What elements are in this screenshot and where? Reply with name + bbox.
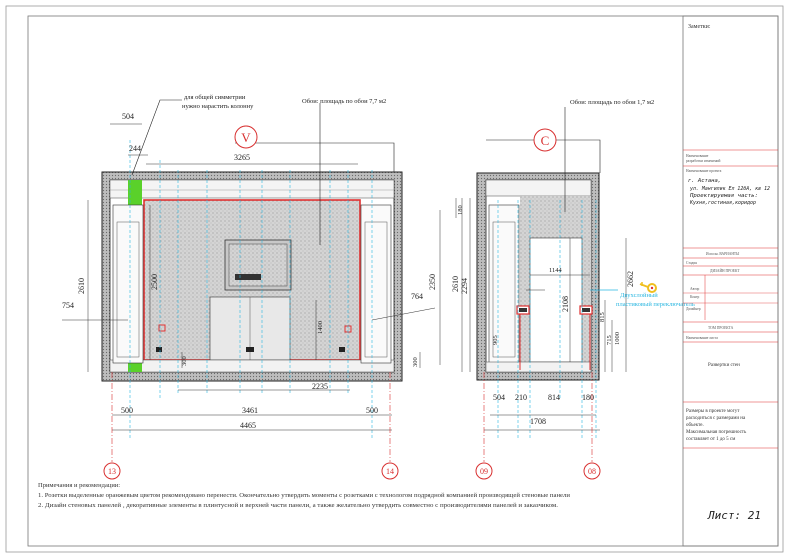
axis-14-label: 14 [386, 467, 394, 476]
dim-c-bottom-504: 504 [493, 393, 505, 402]
address-line2: ул. Мангилик Ел 12бА, кв 12 [689, 185, 770, 192]
right-pilaster [360, 204, 392, 364]
wall-v-baseboard [109, 359, 395, 373]
column-note-line1: для общей симметрии [184, 94, 246, 101]
section-row5: Наименование листа [686, 336, 718, 340]
wall-v-cornice [109, 179, 395, 199]
dim-v-right-764: 764 [411, 292, 423, 301]
project-label: Наименование проекта [686, 169, 722, 173]
disclaimer-line2: расходиться с размерами на [686, 416, 746, 421]
wall-v-area: Обои: площадь по обои 7,7 м2 [302, 98, 386, 105]
ref-note-line1: Двухслойный [620, 292, 658, 299]
dim-c-mid-2108: 2108 [561, 296, 570, 312]
dim-c-left-2294: 2294 [460, 278, 469, 294]
dim-v-total-4465: 4465 [240, 421, 256, 430]
axis-markers: 13 14 09 08 [103, 372, 601, 480]
notes-line2: 2. Дизайн стеновых панелей , декоративны… [38, 502, 558, 509]
dim-v-top-504: 504 [122, 112, 134, 121]
dim-c-right-715: 715 [606, 335, 613, 345]
wall-v-label: V [241, 130, 251, 145]
wall-c-cornice [485, 179, 592, 197]
tv-device [235, 274, 261, 280]
disclaimer-line1: Размеры в проекте могут [686, 409, 740, 414]
dim-v-right-2350: 2350 [428, 274, 437, 290]
dim-c-left-2610: 2610 [451, 276, 460, 292]
dim-c-bottom-210: 210 [515, 393, 527, 402]
dim-v-top-3265: 3265 [234, 153, 250, 162]
section-row3: ДИЗАЙН ПРОЕКТ [710, 268, 740, 273]
ref-note-line2: пластиковый переключатель [616, 301, 695, 308]
key-icon [639, 282, 657, 293]
remarks-header: Заметки: [688, 24, 711, 30]
wall-c-marker [533, 128, 557, 152]
notes-block: Примечания и рекомендации: 1. Розетки вы… [38, 482, 571, 509]
stamp-small-1: Наименование [686, 154, 709, 158]
dim-v-mid-1400: 1400 [317, 321, 324, 334]
axis-08-marker [583, 462, 601, 480]
dim-c-mid-1144: 1144 [549, 267, 563, 274]
title-block: Заметки: Наименование разработки изменен… [682, 15, 779, 547]
section-row4: ТОМ ПРОЕКТА [708, 326, 734, 330]
dim-c-total-1708: 1708 [530, 417, 546, 426]
stamp-small-2: разработки изменений [686, 159, 720, 163]
dim-v-top-244: 244 [129, 144, 141, 153]
socket-orange [158, 324, 166, 332]
dim-v-mid-300: 300 [181, 356, 188, 366]
axis-09-label: 09 [480, 467, 488, 476]
wall-c-area: Обои: площадь по обои 1,7 м2 [570, 99, 654, 106]
dim-v-inner-2500: 2500 [150, 274, 159, 290]
axis-14-marker [381, 462, 399, 480]
dim-v-bottom-500b: 500 [366, 406, 378, 415]
drawing-title: Развертки стен [708, 363, 740, 368]
wall-c-pilaster [488, 204, 520, 364]
disclaimer-line5: составляет от 1 до 5 см [686, 437, 736, 442]
dim-c-bottom-814: 814 [548, 393, 560, 402]
socket [246, 347, 254, 352]
axis-13-label: 13 [108, 467, 116, 476]
wall-c-baseboard [485, 361, 592, 373]
wall-c-elevation: C Обои: площадь по обои 1,7 м2 Двухслойн… [451, 99, 695, 440]
disclaimer-line3: объекте. [686, 423, 704, 428]
dim-v-left-754: 754 [62, 301, 74, 310]
dim-v-bottom-500a: 500 [121, 406, 133, 415]
outer-frame [5, 5, 784, 553]
dim-v-bottom-2235: 2235 [312, 382, 328, 391]
dim-c-top-180: 180 [457, 205, 464, 215]
dim-c-right-815: 815 [599, 312, 606, 322]
wall-c-door [529, 237, 583, 363]
dim-c-left-905: 905 [492, 335, 499, 345]
address-line1: г. Астана, [688, 178, 721, 184]
column-note-line2: нужно нарастить колонну [182, 103, 254, 110]
socket [156, 347, 162, 352]
address-line3: Проектируемая часть: [689, 193, 758, 199]
wall-v-marker [234, 125, 258, 149]
socket [339, 347, 345, 352]
section-row2: Стадия [686, 261, 697, 265]
disclaimer-line4: Максимальная погрешность [686, 430, 747, 435]
wall-v-elevation: V для общей симметрии нужно нарастить ко… [62, 94, 441, 440]
role-control: Контр [690, 295, 700, 299]
section-row1: Исполн. ВАРИАНТЫ [706, 252, 740, 256]
wall-c-label: C [541, 133, 550, 148]
notes-line1: 1. Розетки выделенные оранжевым цветом р… [38, 492, 571, 499]
axis-13-marker [103, 462, 121, 480]
notes-heading: Примечания и рекомендации: [38, 482, 120, 489]
dim-c-right-2662: 2662 [626, 271, 635, 287]
role-designer: Дизайнер [686, 307, 701, 311]
axis-09-marker [475, 462, 493, 480]
sheet-label: Лист: 21 [707, 509, 761, 522]
role-author: Автор [690, 287, 700, 291]
dim-v-bottom-3461: 3461 [242, 406, 258, 415]
dim-v-right-300: 300 [412, 357, 419, 367]
left-pilaster [112, 204, 144, 364]
dim-c-bottom-180: 180 [582, 393, 594, 402]
axis-08-label: 08 [588, 467, 596, 476]
address-line4: Кухня,гостиная,коридор [689, 200, 756, 206]
dim-c-right-1000: 1000 [614, 332, 621, 345]
dim-v-left-2610: 2610 [77, 278, 86, 294]
